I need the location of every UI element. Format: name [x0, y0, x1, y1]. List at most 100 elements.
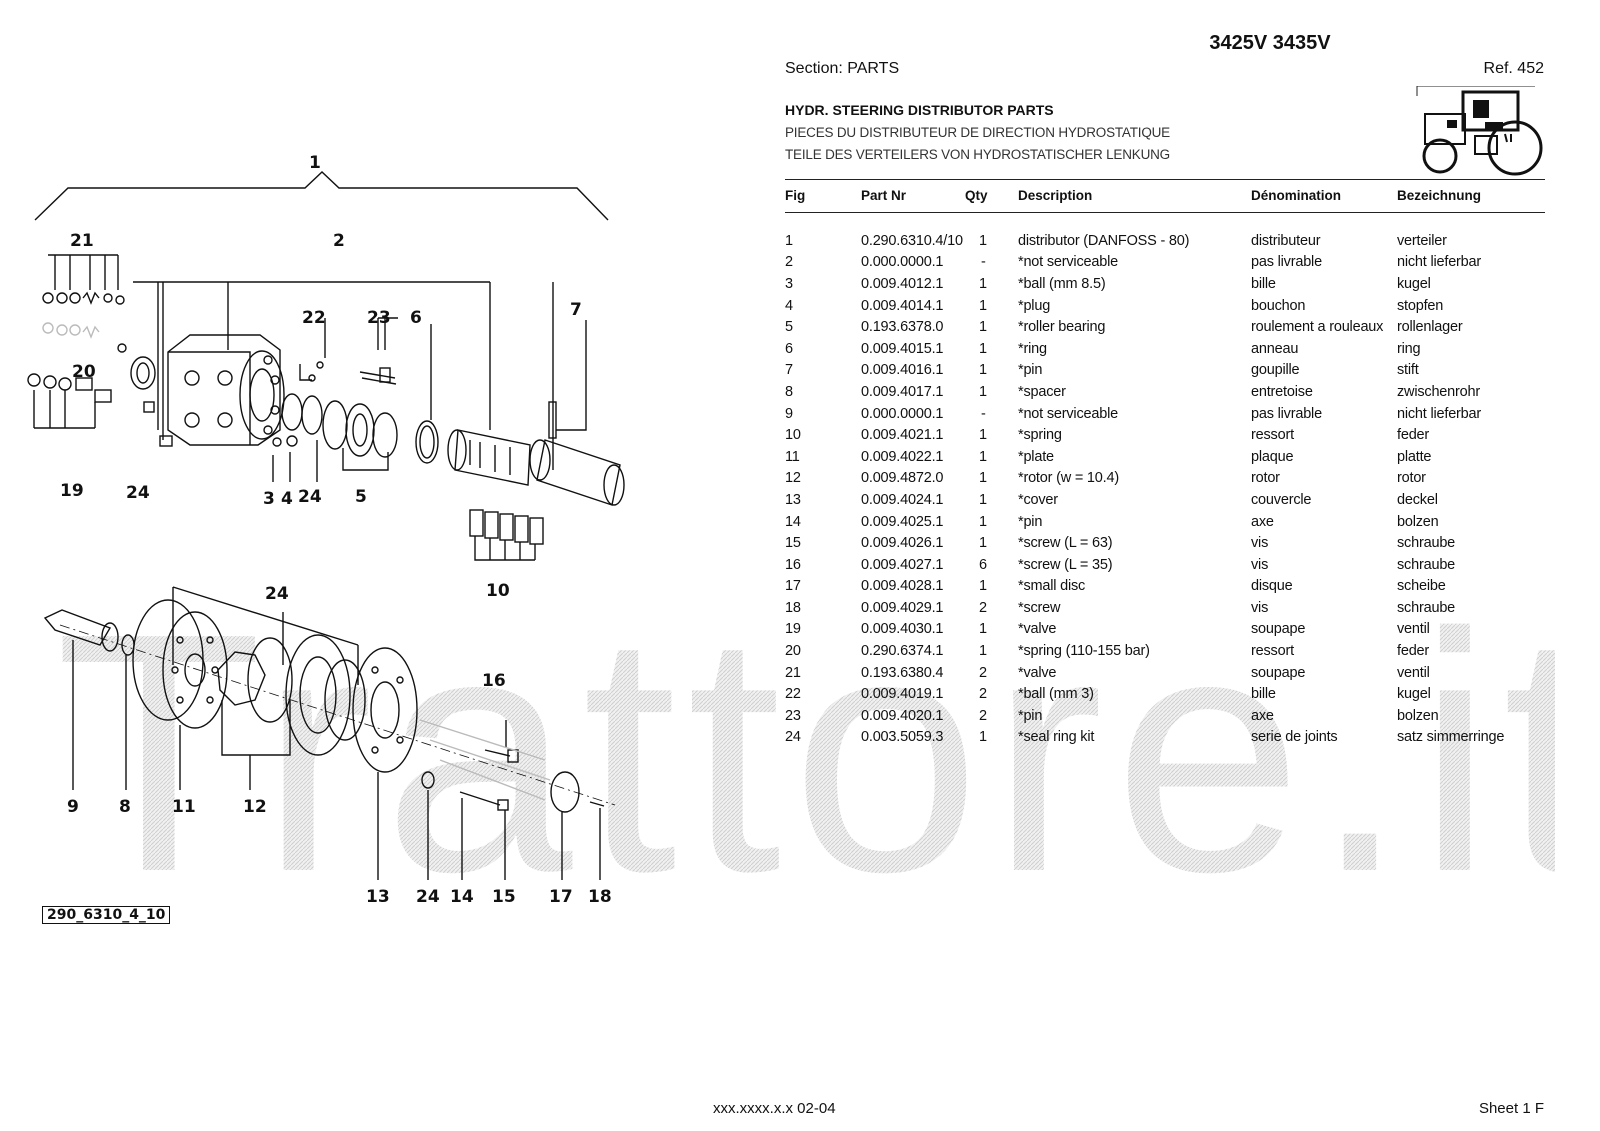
cell-denomination: soupape	[1251, 621, 1306, 638]
cell-fig: 5	[785, 319, 793, 336]
callout-label: 24	[126, 483, 150, 503]
cell-part-nr: 0.009.4021.1	[861, 427, 944, 444]
callout-label: 24	[265, 584, 289, 604]
cell-bezeichnung: rollenlager	[1397, 319, 1463, 336]
callout-label: 6	[410, 308, 422, 328]
cell-denomination: bouchon	[1251, 297, 1306, 314]
cell-description: *pin	[1018, 513, 1043, 530]
cell-bezeichnung: nicht lieferbar	[1397, 405, 1482, 422]
section-label: Section: PARTS	[785, 60, 900, 77]
callout-label: 13	[366, 887, 390, 907]
callout-label: 11	[172, 797, 196, 817]
cell-fig: 19	[785, 621, 801, 638]
model-title: 3425V 3435V	[1209, 32, 1331, 54]
callout-label: 22	[302, 308, 326, 328]
col-fig: Fig	[785, 179, 861, 213]
cell-description: *roller bearing	[1018, 319, 1106, 336]
parts-table: Fig Part Nr Qty Description Dénomination…	[785, 179, 1545, 748]
cell-fig: 11	[785, 448, 800, 465]
cell-part-nr: 0.290.6310.4/10	[861, 232, 963, 249]
cell-denomination: ressort	[1251, 643, 1294, 660]
cell-fig: 21	[785, 664, 801, 681]
cell-bezeichnung: feder	[1397, 643, 1430, 660]
callout-label: 1	[309, 153, 321, 173]
cell-denomination: vis	[1251, 599, 1269, 616]
cell-qty: 1	[979, 319, 987, 336]
cell-fig: 18	[785, 599, 801, 616]
footer-sheet: Sheet 1 F	[1478, 1100, 1544, 1117]
cell-denomination: axe	[1251, 707, 1274, 724]
cell-denomination: disque	[1251, 578, 1293, 595]
col-bezeichnung: Bezeichnung	[1397, 179, 1545, 213]
cell-qty: 1	[979, 491, 987, 508]
cell-denomination: bille	[1251, 686, 1276, 703]
cell-bezeichnung: kugel	[1397, 275, 1431, 292]
cell-description: distributor (DANFOSS - 80)	[1018, 232, 1190, 249]
callout-label: 8	[119, 797, 131, 817]
cell-denomination: axe	[1251, 513, 1274, 530]
cell-denomination: entretoise	[1251, 383, 1313, 400]
cell-part-nr: 0.009.4027.1	[861, 556, 944, 573]
callout-label: 16	[482, 671, 506, 691]
cell-fig: 22	[785, 686, 801, 703]
cell-description: *plug	[1018, 297, 1051, 314]
cell-part-nr: 0.009.4024.1	[861, 491, 944, 508]
callout-label: 4	[281, 489, 293, 509]
cell-fig: 6	[785, 340, 793, 357]
cell-part-nr: 0.009.4022.1	[861, 448, 944, 465]
cell-part-nr: 0.009.4019.1	[861, 686, 944, 703]
cell-qty: 1	[979, 427, 987, 444]
cell-qty: 1	[979, 362, 987, 379]
cell-part-nr: 0.009.4025.1	[861, 513, 944, 530]
cell-bezeichnung: bolzen	[1397, 513, 1439, 530]
table-header-row: Fig Part Nr Qty Description Dénomination…	[785, 179, 1545, 213]
cell-denomination: pas livrable	[1251, 254, 1322, 271]
callout-label: 20	[72, 362, 96, 382]
cell-qty: 2	[979, 707, 987, 724]
col-qty: Qty	[965, 179, 1018, 213]
cell-qty: 1	[979, 340, 987, 357]
cell-qty: -	[981, 254, 986, 271]
cell-fig: 7	[785, 362, 793, 379]
cell-part-nr: 0.009.4029.1	[861, 599, 944, 616]
cell-description: *ring	[1018, 340, 1047, 357]
cell-part-nr: 0.000.0000.1	[861, 405, 944, 422]
callout-label: 24	[416, 887, 440, 907]
cell-fig: 20	[785, 643, 801, 660]
cell-part-nr: 0.009.4014.1	[861, 297, 944, 314]
cell-bezeichnung: verteiler	[1397, 232, 1447, 249]
cell-bezeichnung: feder	[1397, 427, 1430, 444]
diagram-drawing	[27, 171, 625, 880]
cell-qty: 1	[979, 513, 987, 530]
cell-denomination: anneau	[1251, 340, 1299, 357]
cell-qty: 2	[979, 664, 987, 681]
cell-description: *cover	[1018, 491, 1058, 508]
callout-label: 2	[333, 231, 345, 251]
cell-description: *rotor (w = 10.4)	[1018, 470, 1119, 487]
cell-description: *valve	[1018, 621, 1057, 638]
cell-fig: 14	[785, 513, 801, 530]
title-german: TEILE DES VERTEILERS VON HYDROSTATISCHER…	[785, 147, 1170, 162]
cell-qty: -	[981, 405, 986, 422]
cell-fig: 24	[785, 729, 801, 746]
cell-description: *screw	[1018, 599, 1061, 616]
cell-bezeichnung: ventil	[1397, 621, 1430, 638]
cell-denomination: vis	[1251, 556, 1269, 573]
cell-qty: 1	[979, 383, 987, 400]
exploded-diagram: 1 2 21 22 23 6 7 20 19 24 3 4 24 5 10 24…	[27, 153, 625, 907]
cell-fig: 17	[785, 578, 801, 595]
cell-fig: 15	[785, 535, 801, 552]
cell-part-nr: 0.000.0000.1	[861, 254, 944, 271]
callout-label: 9	[67, 797, 79, 817]
table-row: 14 0.009.4025.1 1 *pin axe bolzen	[785, 511, 1545, 533]
cell-bezeichnung: satz simmerringe	[1397, 729, 1505, 746]
cell-description: *screw (L = 63)	[1018, 535, 1113, 552]
cell-part-nr: 0.009.4012.1	[861, 275, 944, 292]
